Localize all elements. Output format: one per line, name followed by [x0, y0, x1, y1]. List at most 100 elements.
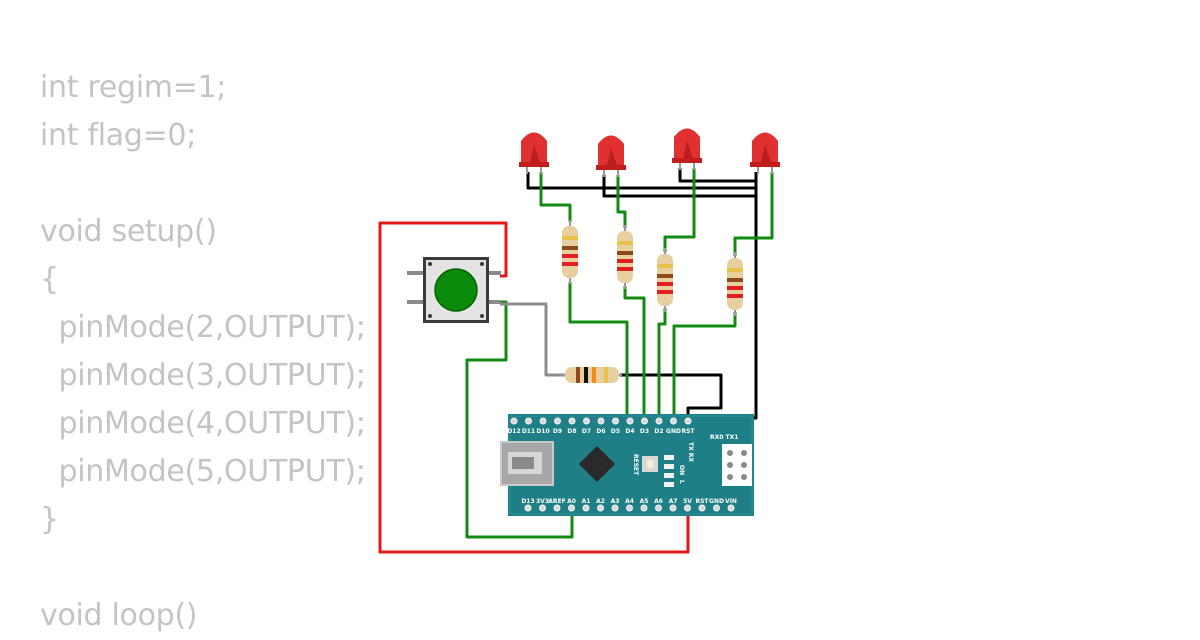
pin-label-bottom_pins-1: 3V3: [536, 498, 549, 505]
wire-green-r1-d5[interactable]: [568, 282, 629, 420]
wire-green-led1-r1[interactable]: [539, 172, 572, 222]
pin-pad-top_pins-8[interactable]: [626, 417, 634, 425]
pin-label-bottom_pins-12: RST: [695, 498, 709, 505]
resistor-3[interactable]: [657, 248, 673, 312]
pin-label-top_pins-6: D6: [596, 428, 605, 435]
led-3[interactable]: [672, 128, 702, 171]
pin-pad-top_pins-6[interactable]: [597, 417, 605, 425]
wire-green-a0[interactable]: [465, 300, 574, 539]
led-4[interactable]: [750, 132, 780, 175]
pin-label-bottom_pins-9: A6: [654, 498, 663, 505]
pin-label-top_pins-5: D7: [582, 428, 591, 435]
led-2[interactable]: [596, 135, 626, 178]
icsp-header: [722, 444, 752, 486]
pin-pad-bottom_pins-2[interactable]: [553, 504, 561, 512]
resistor-pulldown[interactable]: [562, 367, 622, 383]
tx-rx-label: TX RX: [687, 442, 694, 462]
wire-green-r4-d2[interactable]: [672, 312, 737, 420]
pin-pad-top_pins-3[interactable]: [554, 417, 561, 425]
reset-button[interactable]: [642, 456, 658, 472]
wire-red-5v[interactable]: [378, 221, 690, 554]
code-line: void setup(): [40, 214, 217, 249]
pin-label-bottom_pins-6: A3: [611, 498, 620, 505]
pin-pad-bottom_pins-4[interactable]: [582, 504, 590, 512]
pin-pad-bottom_pins-3[interactable]: [568, 504, 575, 512]
wire-black-cathode-2[interactable]: [602, 175, 756, 198]
pin-pad-top_pins-0[interactable]: [510, 417, 518, 425]
pin-label-bottom_pins-4: A1: [582, 498, 591, 505]
code-line: int regim=1;: [40, 70, 227, 105]
tx-led: [664, 455, 674, 460]
mcu-chip: [579, 446, 615, 482]
wire-green-led4-r4[interactable]: [733, 172, 774, 256]
reset-label: RESET: [632, 454, 639, 476]
wire-black-cathode-3[interactable]: [678, 168, 756, 183]
pin-pad-top_pins-2[interactable]: [539, 417, 547, 425]
pin-label-top_pins-12: RST: [681, 428, 695, 435]
pin-label-bottom_pins-7: A4: [625, 498, 634, 505]
rx-led: [664, 464, 674, 469]
pin-label-top_pins-1: D11: [522, 428, 535, 435]
pin-label-bottom_pins-11: 5V: [683, 498, 692, 505]
pin-pad-bottom_pins-14[interactable]: [727, 504, 735, 512]
pin-pad-bottom_pins-9[interactable]: [655, 504, 662, 512]
pin-label-top_pins-0: D12: [507, 428, 520, 435]
pin-pad-bottom_pins-10[interactable]: [669, 504, 677, 512]
pin-pad-top_pins-9[interactable]: [641, 417, 648, 425]
on-led: [664, 473, 674, 478]
wire-green-r3-d3[interactable]: [657, 308, 667, 420]
pin-pad-bottom_pins-8[interactable]: [640, 504, 648, 512]
wires: [378, 168, 774, 554]
resistor-4[interactable]: [727, 252, 743, 316]
l-led: [664, 482, 674, 487]
pin-label-bottom_pins-13: GND: [709, 498, 724, 505]
pin-label-top_pins-3: D9: [553, 428, 562, 435]
pin-pad-top_pins-4[interactable]: [568, 417, 576, 425]
pin-label-top_pins-11: GND: [666, 428, 681, 435]
pin-pad-bottom_pins-13[interactable]: [713, 504, 720, 512]
code-line: int flag=0;: [40, 118, 197, 153]
wire-green-r2-d4[interactable]: [623, 286, 646, 420]
code-line: }: [40, 502, 59, 537]
pin-pad-top_pins-1[interactable]: [525, 417, 532, 425]
pin-pad-bottom_pins-0[interactable]: [524, 504, 532, 512]
usb-connector: [500, 441, 554, 486]
wire-green-led2-r2[interactable]: [616, 175, 627, 228]
resistor-1[interactable]: [562, 220, 578, 284]
pin-label-top_pins-2: D10: [536, 428, 549, 435]
pin-label-top_pins-10: D2: [654, 428, 663, 435]
pin-label-bottom_pins-14: VIN: [725, 498, 737, 505]
wire-green-led3-r3[interactable]: [663, 168, 696, 252]
pin-label-top_pins-4: D8: [567, 428, 576, 435]
wire-gray-button-resistor[interactable]: [500, 302, 566, 377]
pin-label-bottom_pins-3: A0: [567, 498, 576, 505]
pin-pad-top_pins-12[interactable]: [684, 417, 692, 425]
resistor-2[interactable]: [617, 225, 633, 289]
pin-pad-bottom_pins-6[interactable]: [611, 504, 619, 512]
rx0-tx1-label: RX0 TX1: [710, 434, 738, 441]
pin-pad-top_pins-11[interactable]: [670, 417, 677, 425]
pin-label-bottom_pins-5: A2: [596, 498, 605, 505]
code-line: pinMode(4,OUTPUT);: [40, 406, 366, 441]
pin-pad-bottom_pins-12[interactable]: [698, 504, 706, 512]
wire-black-resistor-gnd[interactable]: [620, 373, 723, 422]
pin-pad-top_pins-7[interactable]: [612, 417, 619, 425]
led-1[interactable]: [519, 132, 549, 175]
pin-label-top_pins-7: D5: [611, 428, 620, 435]
push-button[interactable]: [407, 257, 501, 323]
pin-pad-bottom_pins-1[interactable]: [539, 504, 546, 512]
pin-pad-top_pins-10[interactable]: [655, 417, 663, 425]
pin-pad-bottom_pins-5[interactable]: [597, 504, 604, 512]
code-line: void loop(): [40, 598, 198, 633]
code-editor: int regim=1; int flag=0; void setup() { …: [40, 64, 366, 640]
pin-pad-bottom_pins-7[interactable]: [626, 504, 633, 512]
code-line: pinMode(2,OUTPUT);: [40, 310, 366, 345]
pin-pad-top_pins-5[interactable]: [583, 417, 590, 425]
code-line: {: [40, 262, 59, 297]
pin-pad-bottom_pins-11[interactable]: [684, 504, 691, 512]
on-label: ON: [678, 465, 685, 475]
